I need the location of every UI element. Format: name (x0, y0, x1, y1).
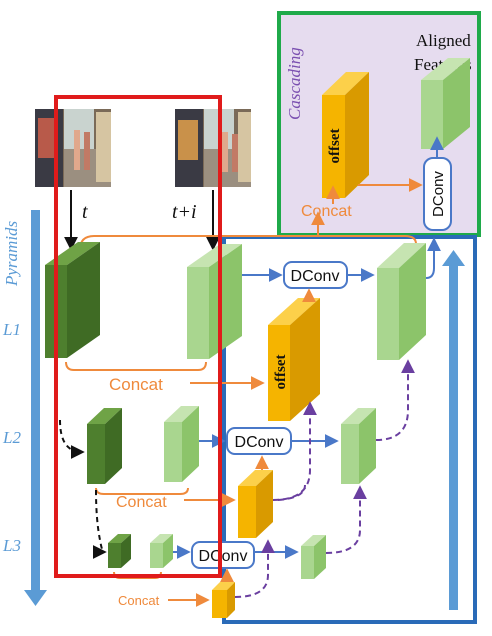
aligned-features-block (421, 58, 470, 149)
pyramid-up-arrowhead (442, 250, 465, 266)
l2-dconv-label: DConv (235, 434, 284, 451)
l3-aligned-feature (301, 535, 326, 579)
l3-dconv-label: DConv (199, 548, 248, 565)
l1-offset-block: offset (268, 298, 320, 421)
frame-t-plus-i-label: t+i (172, 201, 197, 223)
l1-dconv-label: DConv (291, 268, 340, 285)
frame-t-image (35, 109, 111, 187)
frame-t-label: t (82, 201, 88, 223)
pyramids-bar (31, 210, 40, 592)
pyramids-bar-arrowhead (24, 590, 47, 606)
level-label-l1: L1 (2, 320, 21, 339)
level-label-l2: L2 (2, 428, 21, 447)
frame-t-plus-i-image (175, 109, 251, 187)
level-label-l3: L3 (2, 536, 21, 555)
l1-feature-t (45, 242, 100, 358)
l2-to-l3-downsample-dashed (92, 489, 107, 559)
l3-feature-t-plus-i (150, 534, 173, 568)
cascading-label: Cascading (285, 47, 304, 120)
l3-dconv-box (191, 541, 255, 569)
cascade-offset-block: offset (322, 72, 369, 198)
l2-aligned-to-l1-aligned-dashed (375, 359, 415, 441)
l2-aligned-feature (341, 408, 376, 484)
l2-offset-block (238, 470, 273, 538)
l1-concat-bracket (65, 361, 207, 371)
l3-offset-block (212, 582, 235, 618)
l2-concat-label: Concat (116, 494, 167, 511)
pyramid-up-bar (449, 264, 458, 610)
pyramids-label: Pyramids (2, 220, 21, 287)
l3-aligned-to-l2-aligned-dashed (325, 485, 367, 554)
l2-feature-t (87, 408, 122, 484)
l1-feature-t-plus-i (187, 244, 242, 359)
l3-offset-to-l2-offset-dashed (234, 539, 275, 598)
aligned-features-label-line1: Aligned (416, 31, 471, 50)
l1-offset-label: offset (273, 355, 289, 390)
cascade-concat-label: Concat (301, 203, 352, 220)
l1-to-l2-downsample-dashed (59, 419, 85, 459)
l1-aligned-to-cascade-arrow (425, 237, 441, 279)
feature-extraction-box (54, 95, 222, 578)
cascade-dconv-label: DConv (430, 171, 447, 217)
l2-offset-upsample-dashed (277, 484, 306, 501)
cascade-dconv-box (423, 157, 452, 231)
l1-concat-label: Concat (109, 375, 163, 394)
l2-offset-to-l1-offset-dashed (272, 401, 317, 501)
cascade-offset-label: offset (327, 129, 343, 164)
l3-feature-t (108, 534, 131, 568)
l3-concat-label: Concat (118, 593, 160, 608)
l1-aligned-feature (377, 243, 426, 360)
l2-feature-t-plus-i (164, 406, 199, 482)
